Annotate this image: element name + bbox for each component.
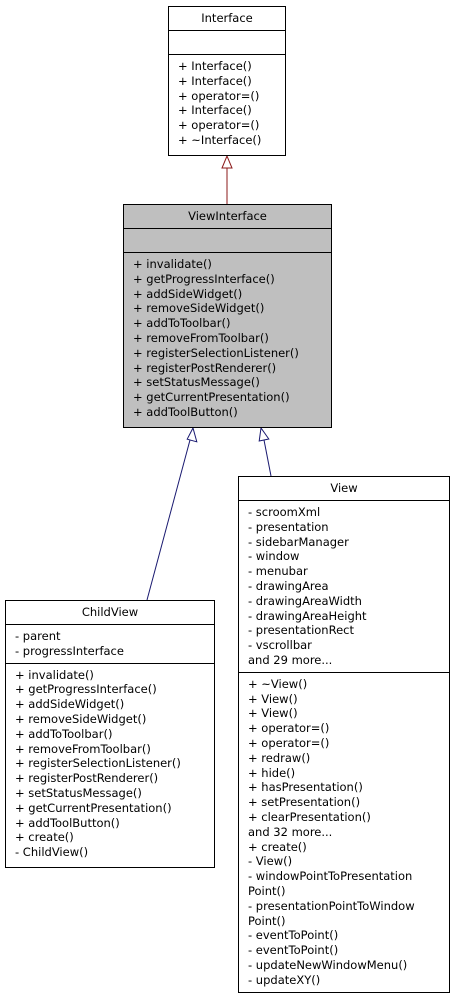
method: + operator=() (178, 88, 260, 103)
attribute: - progressInterface (15, 643, 124, 658)
class-name: Interface (169, 7, 285, 31)
method: + addToToolbar() (15, 726, 113, 741)
method: + clearPresentation() (248, 809, 371, 824)
attribute: - presentation (248, 519, 329, 534)
method: - windowPointToPresentation (248, 869, 413, 884)
class-view[interactable]: View - scroomXml - presentation - sideba… (238, 476, 450, 993)
methods-section: + Interface() + Interface() + operator=(… (169, 55, 285, 152)
method: + addToolButton() (15, 815, 120, 830)
method: - updateXY() (248, 972, 321, 987)
attribute: - drawingArea (248, 578, 329, 593)
class-name: ChildView (6, 601, 214, 625)
attributes-section (169, 31, 285, 55)
edge-viewinterface-to-interface (221, 154, 233, 204)
attribute-more[interactable]: and 29 more... (248, 652, 333, 667)
method: + addToToolbar() (133, 316, 231, 331)
attributes-section (124, 229, 331, 253)
attribute: - sidebarManager (248, 534, 349, 549)
method: + Interface() (178, 59, 252, 73)
class-interface[interactable]: Interface + Interface() + Interface() + … (168, 6, 286, 156)
method: + Interface() (178, 103, 252, 118)
edge-childview-to-viewinterface (146, 426, 198, 601)
method: + getProgressInterface() (133, 271, 275, 286)
method: + create() (15, 830, 74, 845)
method: + invalidate() (133, 257, 212, 271)
method: + getCurrentPresentation() (15, 800, 172, 815)
class-childview[interactable]: ChildView - parent - progressInterface +… (5, 600, 215, 868)
class-name: View (239, 477, 449, 501)
method-more[interactable]: and 32 more... (248, 824, 333, 839)
method: - updateNewWindowMenu() (248, 957, 408, 972)
method: + Interface() (178, 73, 252, 88)
edge-view-to-viewinterface (258, 426, 272, 477)
attribute: - presentationRect (248, 623, 354, 638)
method: + setPresentation() (248, 795, 361, 810)
method: + View() (248, 706, 298, 721)
attribute: - scroomXml (248, 505, 321, 519)
method: + removeSideWidget() (15, 711, 147, 726)
method: - eventToPoint() (248, 928, 339, 943)
method: - ChildView() (15, 845, 89, 860)
method: - eventToPoint() (248, 943, 339, 958)
method: + addSideWidget() (133, 286, 243, 301)
method: + operator=() (178, 118, 260, 133)
method: + removeFromToolbar() (133, 330, 269, 345)
method: + registerPostRenderer() (133, 360, 277, 375)
method: + setStatusMessage() (133, 375, 260, 390)
method: + operator=() (248, 721, 330, 736)
method: Point() (248, 883, 286, 898)
method: + ~Interface() (178, 132, 262, 147)
class-viewinterface[interactable]: ViewInterface + invalidate() + getProgre… (123, 204, 332, 428)
method: + registerSelectionListener() (133, 345, 299, 360)
methods-section: + invalidate() + getProgressInterface() … (124, 253, 331, 424)
attribute: - menubar (248, 564, 308, 579)
method: + removeSideWidget() (133, 301, 265, 316)
method: + operator=() (248, 735, 330, 750)
method: - presentationPointToWindow (248, 898, 415, 913)
attribute: - drawingAreaWidth (248, 593, 362, 608)
attribute: - window (248, 549, 300, 564)
methods-section: + ~View() + View() + View() + operator=(… (239, 673, 449, 992)
method: + create() (248, 839, 307, 854)
method: + setStatusMessage() (15, 785, 142, 800)
method: + View() (248, 691, 298, 706)
methods-section: + invalidate() + getProgressInterface() … (6, 664, 214, 864)
method: + invalidate() (15, 667, 94, 682)
attribute: - vscrollbar (248, 638, 312, 653)
method: + addSideWidget() (15, 697, 125, 712)
method: + removeFromToolbar() (15, 741, 151, 756)
method: + ~View() (248, 676, 308, 691)
attributes-section: - scroomXml - presentation - sidebarMana… (239, 501, 449, 673)
method: + registerPostRenderer() (15, 771, 159, 786)
method: + getCurrentPresentation() (133, 390, 290, 405)
method: + addToolButton() (133, 404, 238, 419)
method: - View() (248, 854, 293, 869)
attributes-section: - parent - progressInterface (6, 625, 214, 664)
method: + hide() (248, 765, 296, 780)
method: + hasPresentation() (248, 780, 363, 795)
method: Point() (248, 913, 286, 928)
attribute: - parent (15, 629, 61, 643)
attribute: - drawingAreaHeight (248, 608, 367, 623)
method: + getProgressInterface() (15, 682, 157, 697)
class-name: ViewInterface (124, 205, 331, 229)
method: + redraw() (248, 750, 311, 765)
method: + registerSelectionListener() (15, 756, 181, 771)
